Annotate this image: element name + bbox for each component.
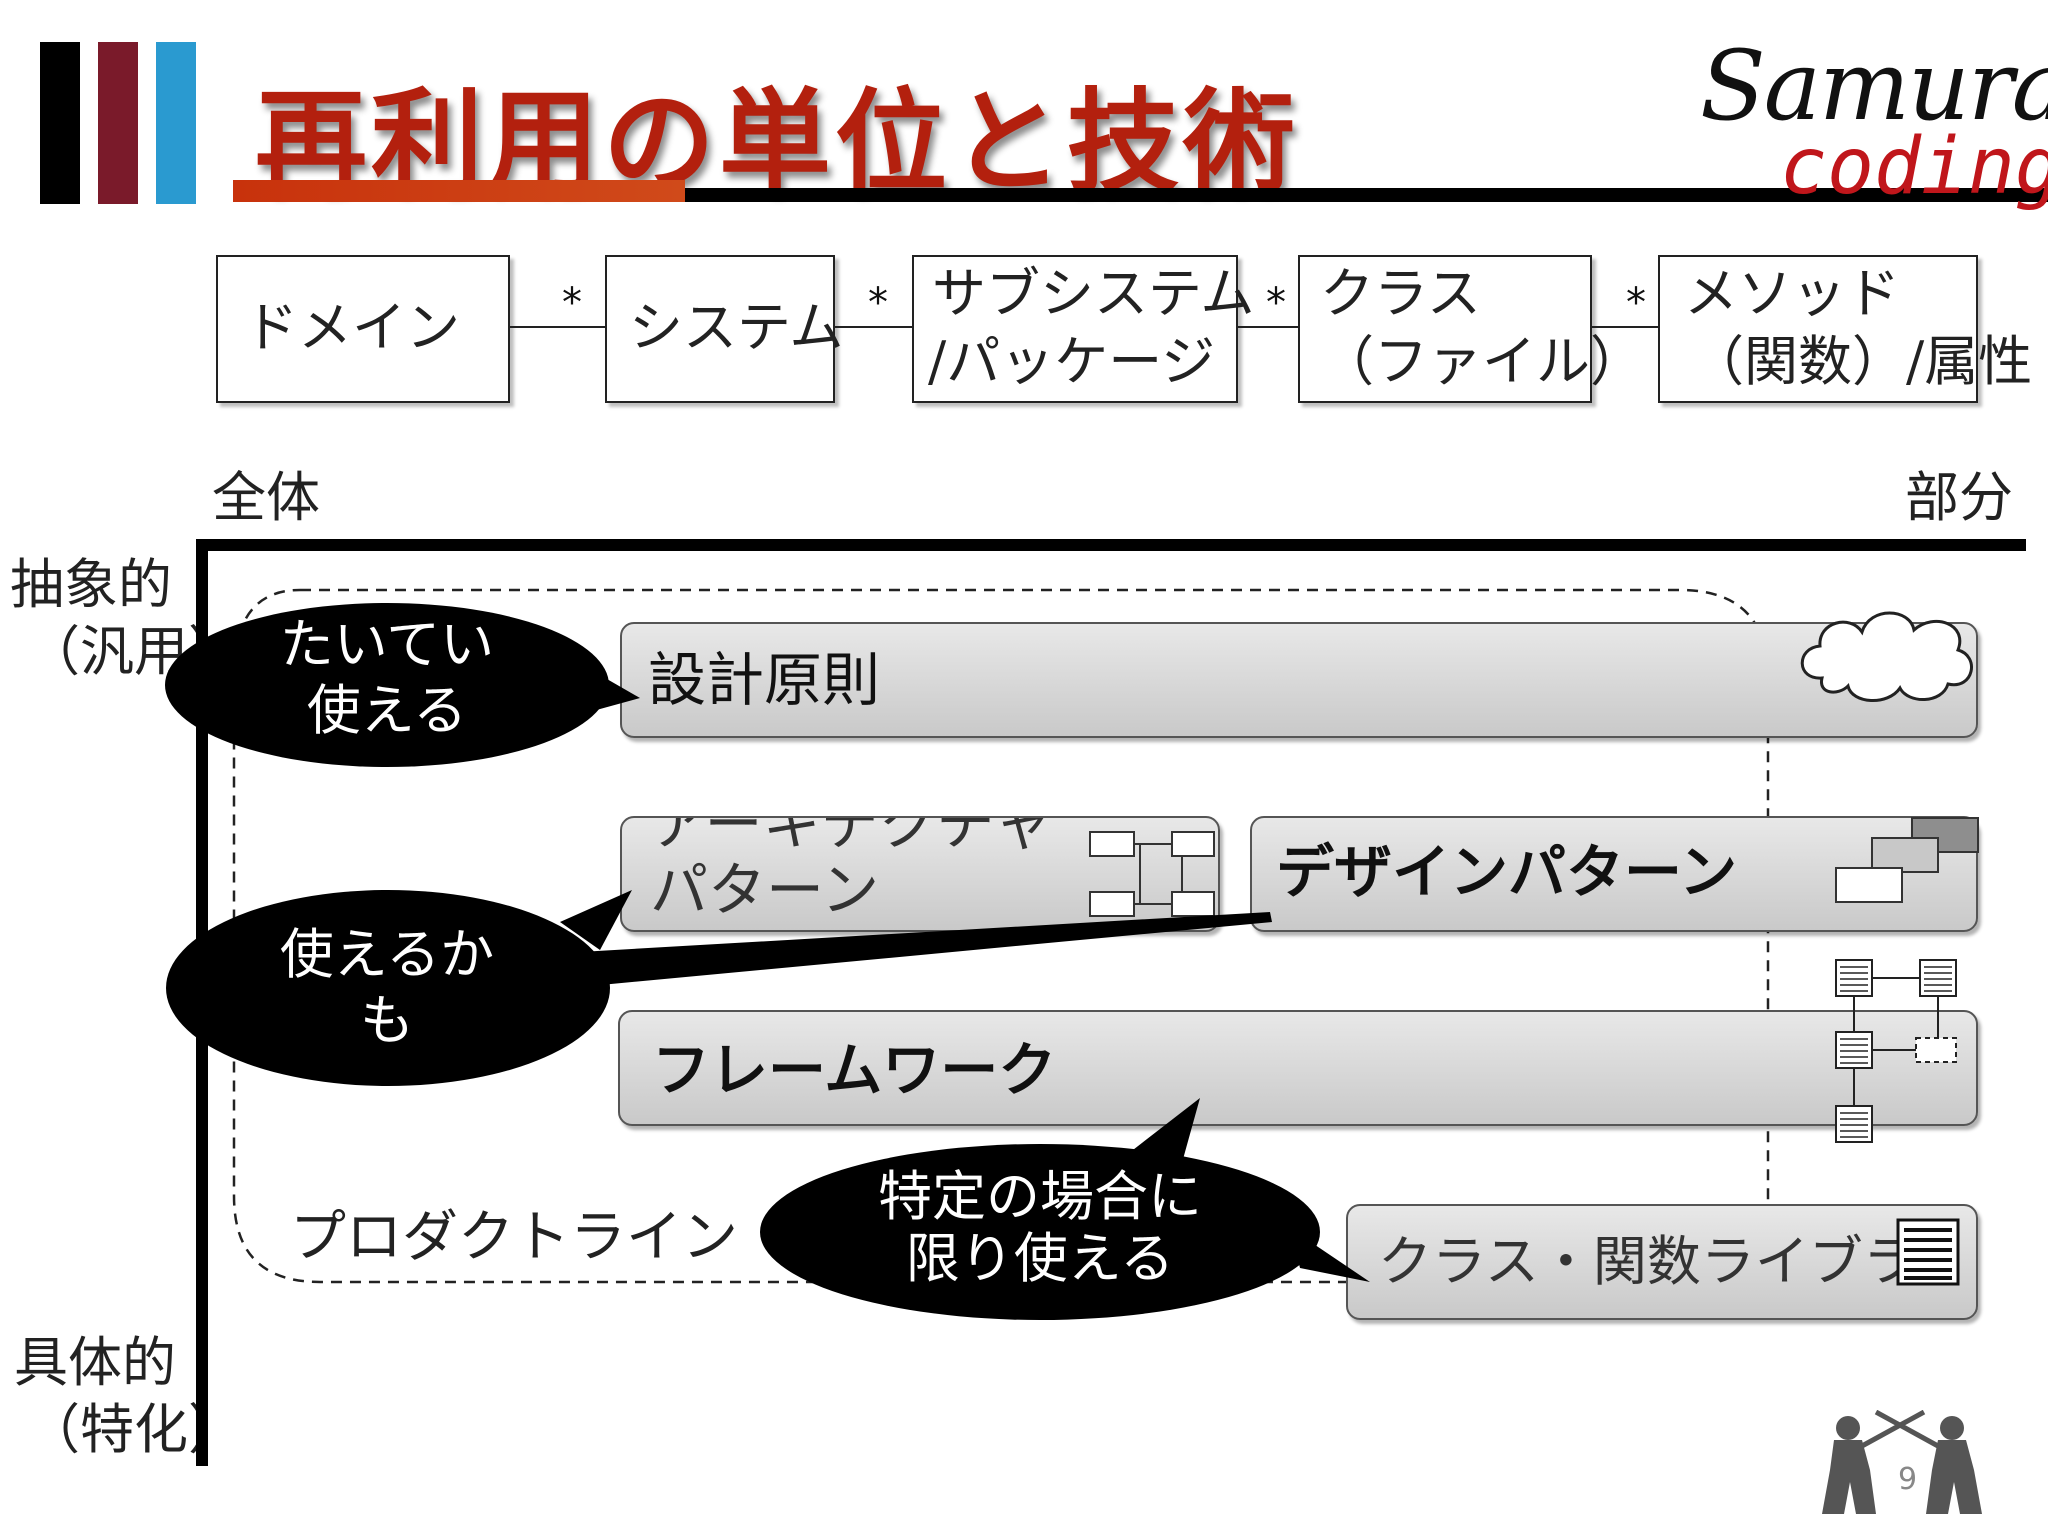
unit-class-label-2: （ファイル） [1320, 330, 1644, 393]
callout-mostly-usable-2: 使える [306, 679, 468, 742]
unit-box-class: クラス （ファイル） [1298, 255, 1644, 403]
header-bar-blue [156, 42, 196, 204]
title-underline-black [685, 188, 2048, 202]
axis-label-whole: 全体 [212, 466, 320, 529]
module-structure-icon [1835, 959, 1957, 1143]
design-principle-box: 設計原則 [620, 622, 1978, 738]
title-underline-red [233, 180, 685, 202]
connector-3 [1236, 326, 1298, 328]
unit-box-system: システム [605, 255, 843, 403]
document-icon [1896, 1218, 1960, 1286]
header-bar-maroon [98, 42, 138, 204]
multiplicity-2: * [868, 280, 888, 326]
class-library-label: クラス・関数ライブラリ [1378, 1230, 1971, 1293]
connector-4 [1590, 326, 1658, 328]
stacked-windows-icon [1835, 817, 1979, 903]
unit-subsystem-label-1: サブシステム [932, 262, 1255, 325]
callout-maybe-usable-1: 使えるか [279, 923, 495, 986]
unit-method-label-1: メソッド [1684, 262, 1900, 325]
framework-box: フレームワーク [618, 1010, 1978, 1126]
class-library-box: クラス・関数ライブラリ [1346, 1204, 1978, 1320]
architecture-pattern-label-1: アーキテクチャ [650, 816, 1052, 858]
callout-maybe-usable-2: も [360, 989, 414, 1052]
product-line-label: プロダクトライン [290, 1205, 738, 1270]
design-pattern-label: デザインパターン [1276, 838, 1738, 906]
logo-samurai: Samurai [1700, 30, 2048, 142]
unit-method-label-2: （関数）/属性 [1690, 330, 2033, 393]
multiplicity-1: * [562, 280, 582, 326]
page-number: 9 [1898, 1462, 1918, 1497]
axis-label-abstract: 抽象的 [10, 553, 172, 616]
unit-subsystem-label-2: /パッケージ [928, 330, 1216, 393]
unit-system-label: システム [629, 296, 844, 359]
unit-domain-label: ドメイン [244, 296, 460, 359]
unit-box-domain: ドメイン [216, 255, 510, 403]
connector-1 [508, 326, 605, 328]
architecture-pattern-label-2: パターン [650, 856, 880, 924]
axis-label-concrete: 具体的 [14, 1331, 176, 1394]
callout-mostly-usable-1: たいてい [279, 613, 495, 676]
design-principle-label: 設計原則 [648, 646, 881, 714]
component-diagram-icon [1089, 831, 1215, 917]
logo-coding: coding [1780, 122, 2048, 212]
callout-specific-1: 特定の場合に [878, 1165, 1202, 1228]
multiplicity-4: * [1626, 280, 1646, 326]
unit-box-method: メソッド （関数）/属性 [1658, 255, 2032, 403]
connector-2 [833, 326, 912, 328]
header-bar-black [40, 42, 80, 204]
cloud-icon [1800, 611, 1973, 702]
multiplicity-3: * [1266, 280, 1286, 326]
unit-class-label-1: クラス [1320, 262, 1481, 325]
unit-box-subsystem: サブシステム /パッケージ [912, 255, 1254, 403]
framework-label: フレームワーク [652, 1036, 1057, 1104]
axis-label-part: 部分 [1905, 466, 2013, 529]
axis-horizontal [196, 539, 2026, 551]
callout-specific-2: 限り使える [905, 1227, 1175, 1290]
samurai-silhouette-icon [1822, 1410, 1982, 1514]
